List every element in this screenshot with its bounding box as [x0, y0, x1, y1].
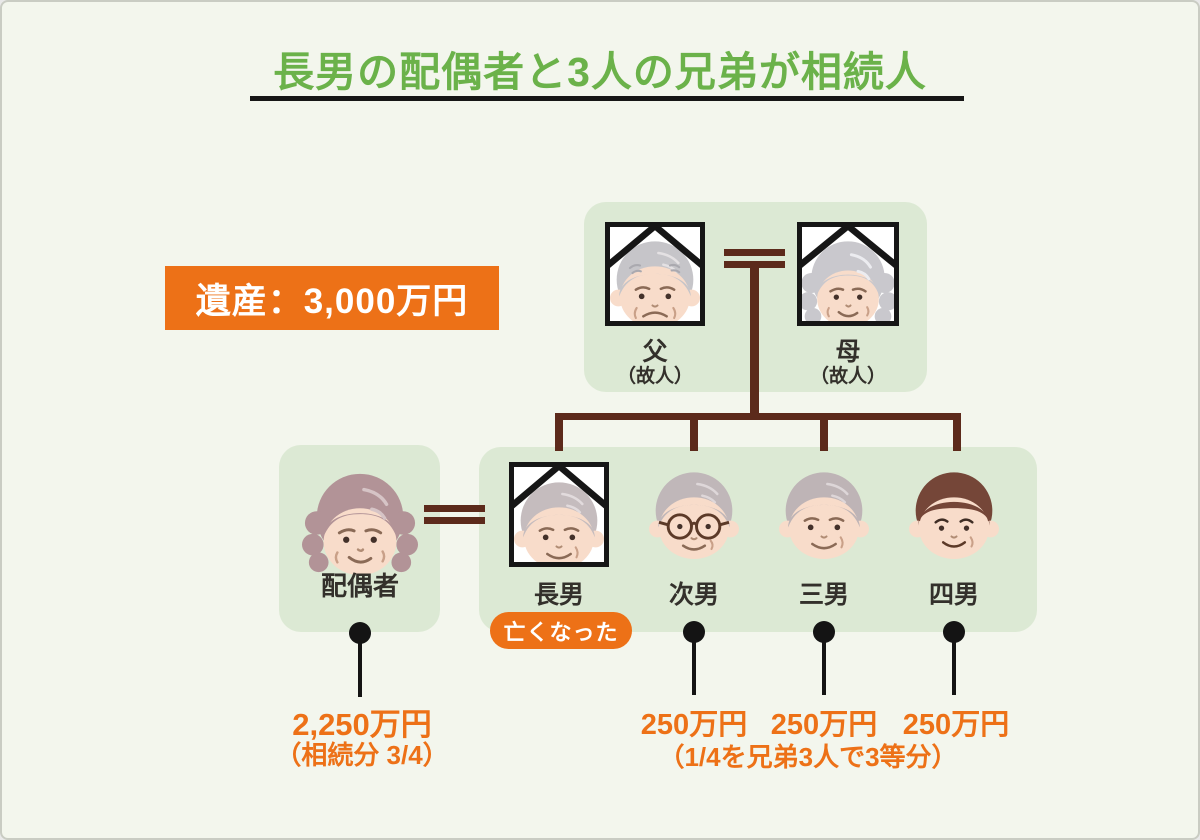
- second-son-label: 次男: [668, 581, 720, 609]
- second-son-avatar: [644, 464, 744, 564]
- siblings-horizontal-line: [555, 413, 961, 420]
- second-son-amount: 250万円: [640, 709, 748, 741]
- spouse-marriage-line-bottom: [424, 517, 485, 524]
- spouse-share-note: （相続分 3/4）: [275, 740, 449, 770]
- brothers-split-note: （1/4を兄弟3人で3等分）: [658, 742, 958, 772]
- fourth-son-avatar: [904, 464, 1004, 564]
- second-son-connector-line: [692, 632, 696, 695]
- third-son-avatar: [774, 464, 874, 564]
- father-label: 父: [642, 338, 668, 366]
- page-title: 長男の配偶者と3人の兄弟が相続人: [273, 49, 927, 95]
- estate-badge: 遺産：3,000万円: [165, 266, 499, 330]
- deceased-badge: 亡くなった: [490, 612, 632, 649]
- fourth-son-connector-line: [952, 632, 956, 695]
- mother-status: （故人）: [809, 366, 887, 387]
- third-son-connector-line: [822, 632, 826, 695]
- parents-descent-line: [750, 268, 759, 418]
- spouse-amount: 2,250万円: [292, 707, 432, 742]
- third-son-amount: 250万円: [770, 709, 878, 741]
- mourning-ribbon-icon: [610, 227, 700, 268]
- spouse-marriage-line-top: [424, 505, 485, 512]
- spouse-connector-line: [358, 633, 362, 697]
- parents-marriage-line-top: [724, 249, 785, 256]
- mourning-ribbon-icon: [514, 467, 604, 509]
- spouse-avatar: [301, 464, 419, 582]
- drop-line-son3: [820, 413, 828, 451]
- drop-line-son2: [690, 413, 698, 451]
- spouse-label: 配偶者: [320, 571, 400, 601]
- title-underline: [250, 96, 964, 101]
- mother-photo-frame: [797, 222, 899, 326]
- third-son-label: 三男: [798, 581, 850, 609]
- fourth-son-label: 四男: [928, 581, 980, 609]
- father-avatar: [610, 241, 700, 321]
- mother-label: 母: [835, 338, 861, 366]
- mourning-ribbon-icon: [802, 227, 894, 268]
- drop-line-son4: [953, 413, 961, 451]
- eldest-son-label: 長男: [533, 581, 585, 609]
- eldest-son-photo-frame: [509, 462, 609, 567]
- fourth-son-amount: 250万円: [902, 709, 1010, 741]
- mother-avatar: [802, 241, 894, 321]
- father-status: （故人）: [616, 366, 694, 387]
- drop-line-son1: [555, 413, 563, 451]
- father-photo-frame: [605, 222, 705, 326]
- eldest-son-avatar: [514, 482, 604, 562]
- parents-marriage-line-bottom: [724, 261, 785, 268]
